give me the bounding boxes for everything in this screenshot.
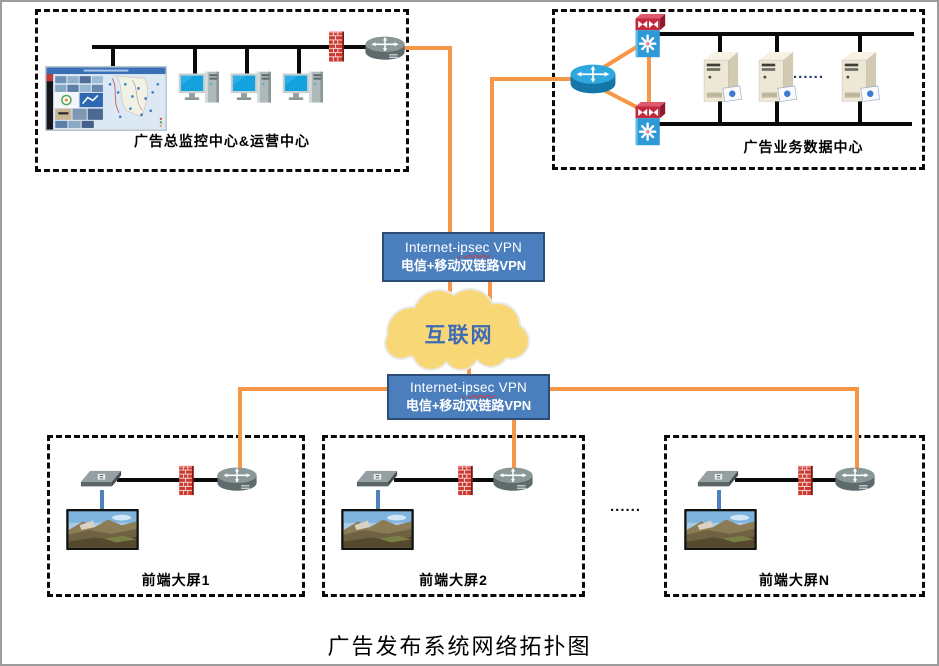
zone-data-center-label: 广告业务数据中心 [743, 139, 864, 155]
vpn-line1-suffix: VPN [493, 239, 522, 255]
zone-monitor-center-label: 广告总监控中心&运营中心 [133, 133, 311, 149]
zone-frontend-screen-2: 前端大屏2 [322, 435, 585, 597]
zone-frontend-screen-1: 前端大屏1 [47, 435, 305, 597]
zone-frontend-2-label: 前端大屏2 [419, 572, 488, 588]
zone-data-center: 广告业务数据中心 [552, 9, 925, 170]
zone-frontend-screen-n: 前端大屏N [664, 435, 925, 597]
vpn-line2: 电信+移动双链路VPN [405, 398, 532, 414]
frontend-ellipsis: ...... [610, 498, 642, 515]
vpn-line1-suffix: VPN [498, 379, 527, 395]
vpn-line1-word: ipsec [457, 239, 490, 255]
vpn-line2: 电信+移动双链路VPN [400, 258, 527, 274]
internet-cloud-label: 互联网 [424, 324, 494, 347]
vpn-line1-word: ipsec [462, 379, 495, 395]
zone-frontend-1-label: 前端大屏1 [141, 572, 211, 588]
zone-frontend-n-label: 前端大屏N [758, 572, 831, 588]
vpn-line1-prefix: Internet- [410, 379, 463, 395]
vpn-line1-prefix: Internet- [405, 239, 458, 255]
zone-monitor-center: 广告总监控中心&运营中心 [35, 9, 409, 172]
diagram-title: 广告发布系统网络拓扑图 [327, 634, 592, 659]
data-center-ellipsis: ...... [793, 65, 825, 82]
